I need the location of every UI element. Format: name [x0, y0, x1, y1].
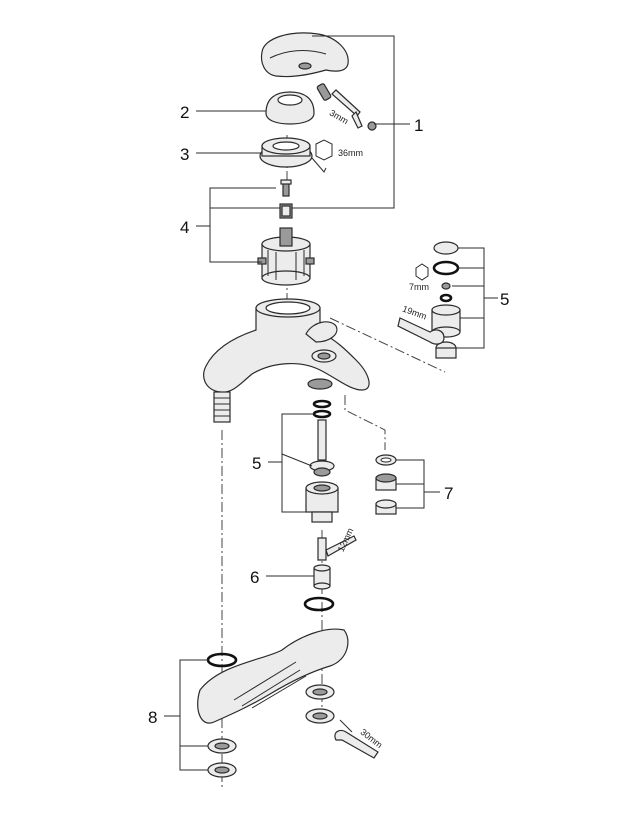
o-ring-base	[303, 596, 335, 612]
leader-4-bracket	[209, 187, 276, 263]
callout-2: 2	[180, 103, 189, 122]
diverter-components	[375, 454, 397, 515]
cover-cap	[265, 91, 315, 125]
diverter-spindle	[309, 399, 335, 477]
dim-7mm: 7mm	[409, 282, 429, 292]
diverter-cartridge	[305, 481, 339, 523]
spanner-30mm	[334, 719, 379, 759]
axis-line-diverter	[344, 395, 386, 450]
lever-handle	[260, 32, 349, 78]
leader-1-bracket	[292, 35, 395, 209]
callout-5-mid: 5	[252, 454, 261, 473]
washer-center-2	[305, 708, 335, 724]
callout-7: 7	[444, 484, 453, 503]
dim-36mm: 36mm	[338, 148, 363, 158]
washer-left-1	[207, 738, 237, 754]
faucet-body	[203, 298, 370, 423]
leader-5b-tick	[281, 453, 313, 467]
shower-nut	[313, 564, 331, 590]
hex-wrench-36mm-icon	[311, 139, 333, 173]
cartridge-screw	[280, 179, 292, 197]
leader-5b-bracket	[281, 413, 314, 513]
retaining-nut	[259, 137, 313, 168]
allen-key-3mm	[331, 89, 377, 131]
spanner-19mm	[397, 317, 445, 345]
leader-8-bracket	[179, 659, 208, 771]
cartridge-adapter	[279, 203, 293, 219]
axis-line-right	[329, 317, 446, 373]
dim-19mm: 19mm	[401, 304, 428, 322]
dim-3mm: 3mm	[328, 108, 350, 127]
callout-3: 3	[180, 145, 189, 164]
allen-key-12mm	[317, 535, 357, 561]
callout-8: 8	[148, 708, 157, 727]
hex-wrench-7mm-icon	[415, 263, 429, 281]
callout-5-top: 5	[500, 290, 509, 309]
callout-4: 4	[180, 218, 189, 237]
washer-center-1	[305, 684, 335, 700]
callout-1: 1	[414, 116, 423, 135]
washer-left-2	[207, 762, 237, 778]
callout-6: 6	[250, 568, 259, 587]
mixing-cartridge	[257, 227, 315, 286]
mounting-plate	[197, 628, 349, 724]
grub-screw	[316, 83, 332, 101]
